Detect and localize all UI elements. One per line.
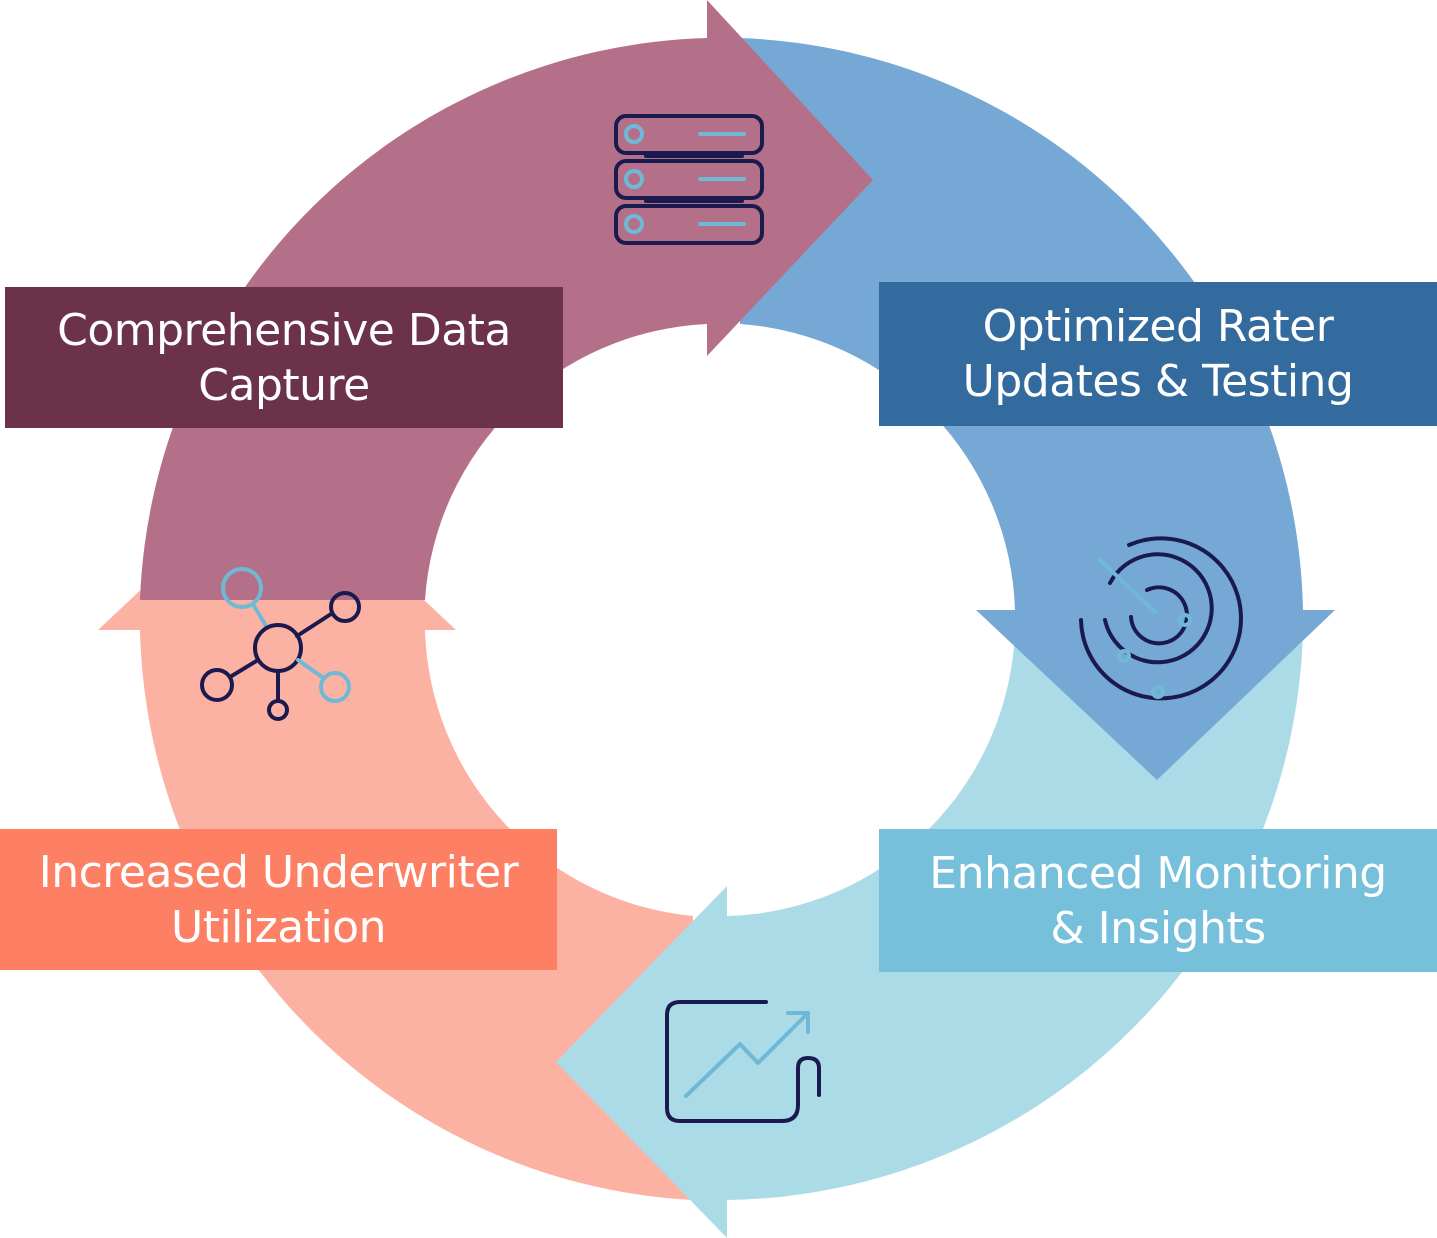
stage-label-line: Updates & Testing bbox=[962, 356, 1354, 407]
network-nodes-icon bbox=[200, 567, 361, 721]
stage-label-line: Capture bbox=[198, 359, 370, 411]
server-rack-icon bbox=[614, 114, 764, 245]
stage-label-data-capture: Comprehensive Data Capture bbox=[5, 287, 563, 428]
stage-label-underwriter: Increased Underwriter Utilization bbox=[0, 829, 557, 970]
radar-icon bbox=[1079, 536, 1243, 701]
stage-label-line: Comprehensive Data bbox=[57, 304, 511, 356]
stage-label-monitoring: Enhanced Monitoring & Insights bbox=[879, 829, 1437, 972]
stage-label-line: Increased Underwriter bbox=[38, 846, 519, 898]
stage-label-rater: Optimized Rater Updates & Testing bbox=[879, 282, 1437, 426]
stage-label-line: Utilization bbox=[171, 901, 386, 953]
stage-label-line: Optimized Rater bbox=[982, 301, 1334, 352]
trend-chart-icon bbox=[665, 1000, 821, 1123]
stage-label-line: Enhanced Monitoring bbox=[929, 847, 1387, 899]
stage-label-line: & Insights bbox=[1050, 902, 1266, 954]
